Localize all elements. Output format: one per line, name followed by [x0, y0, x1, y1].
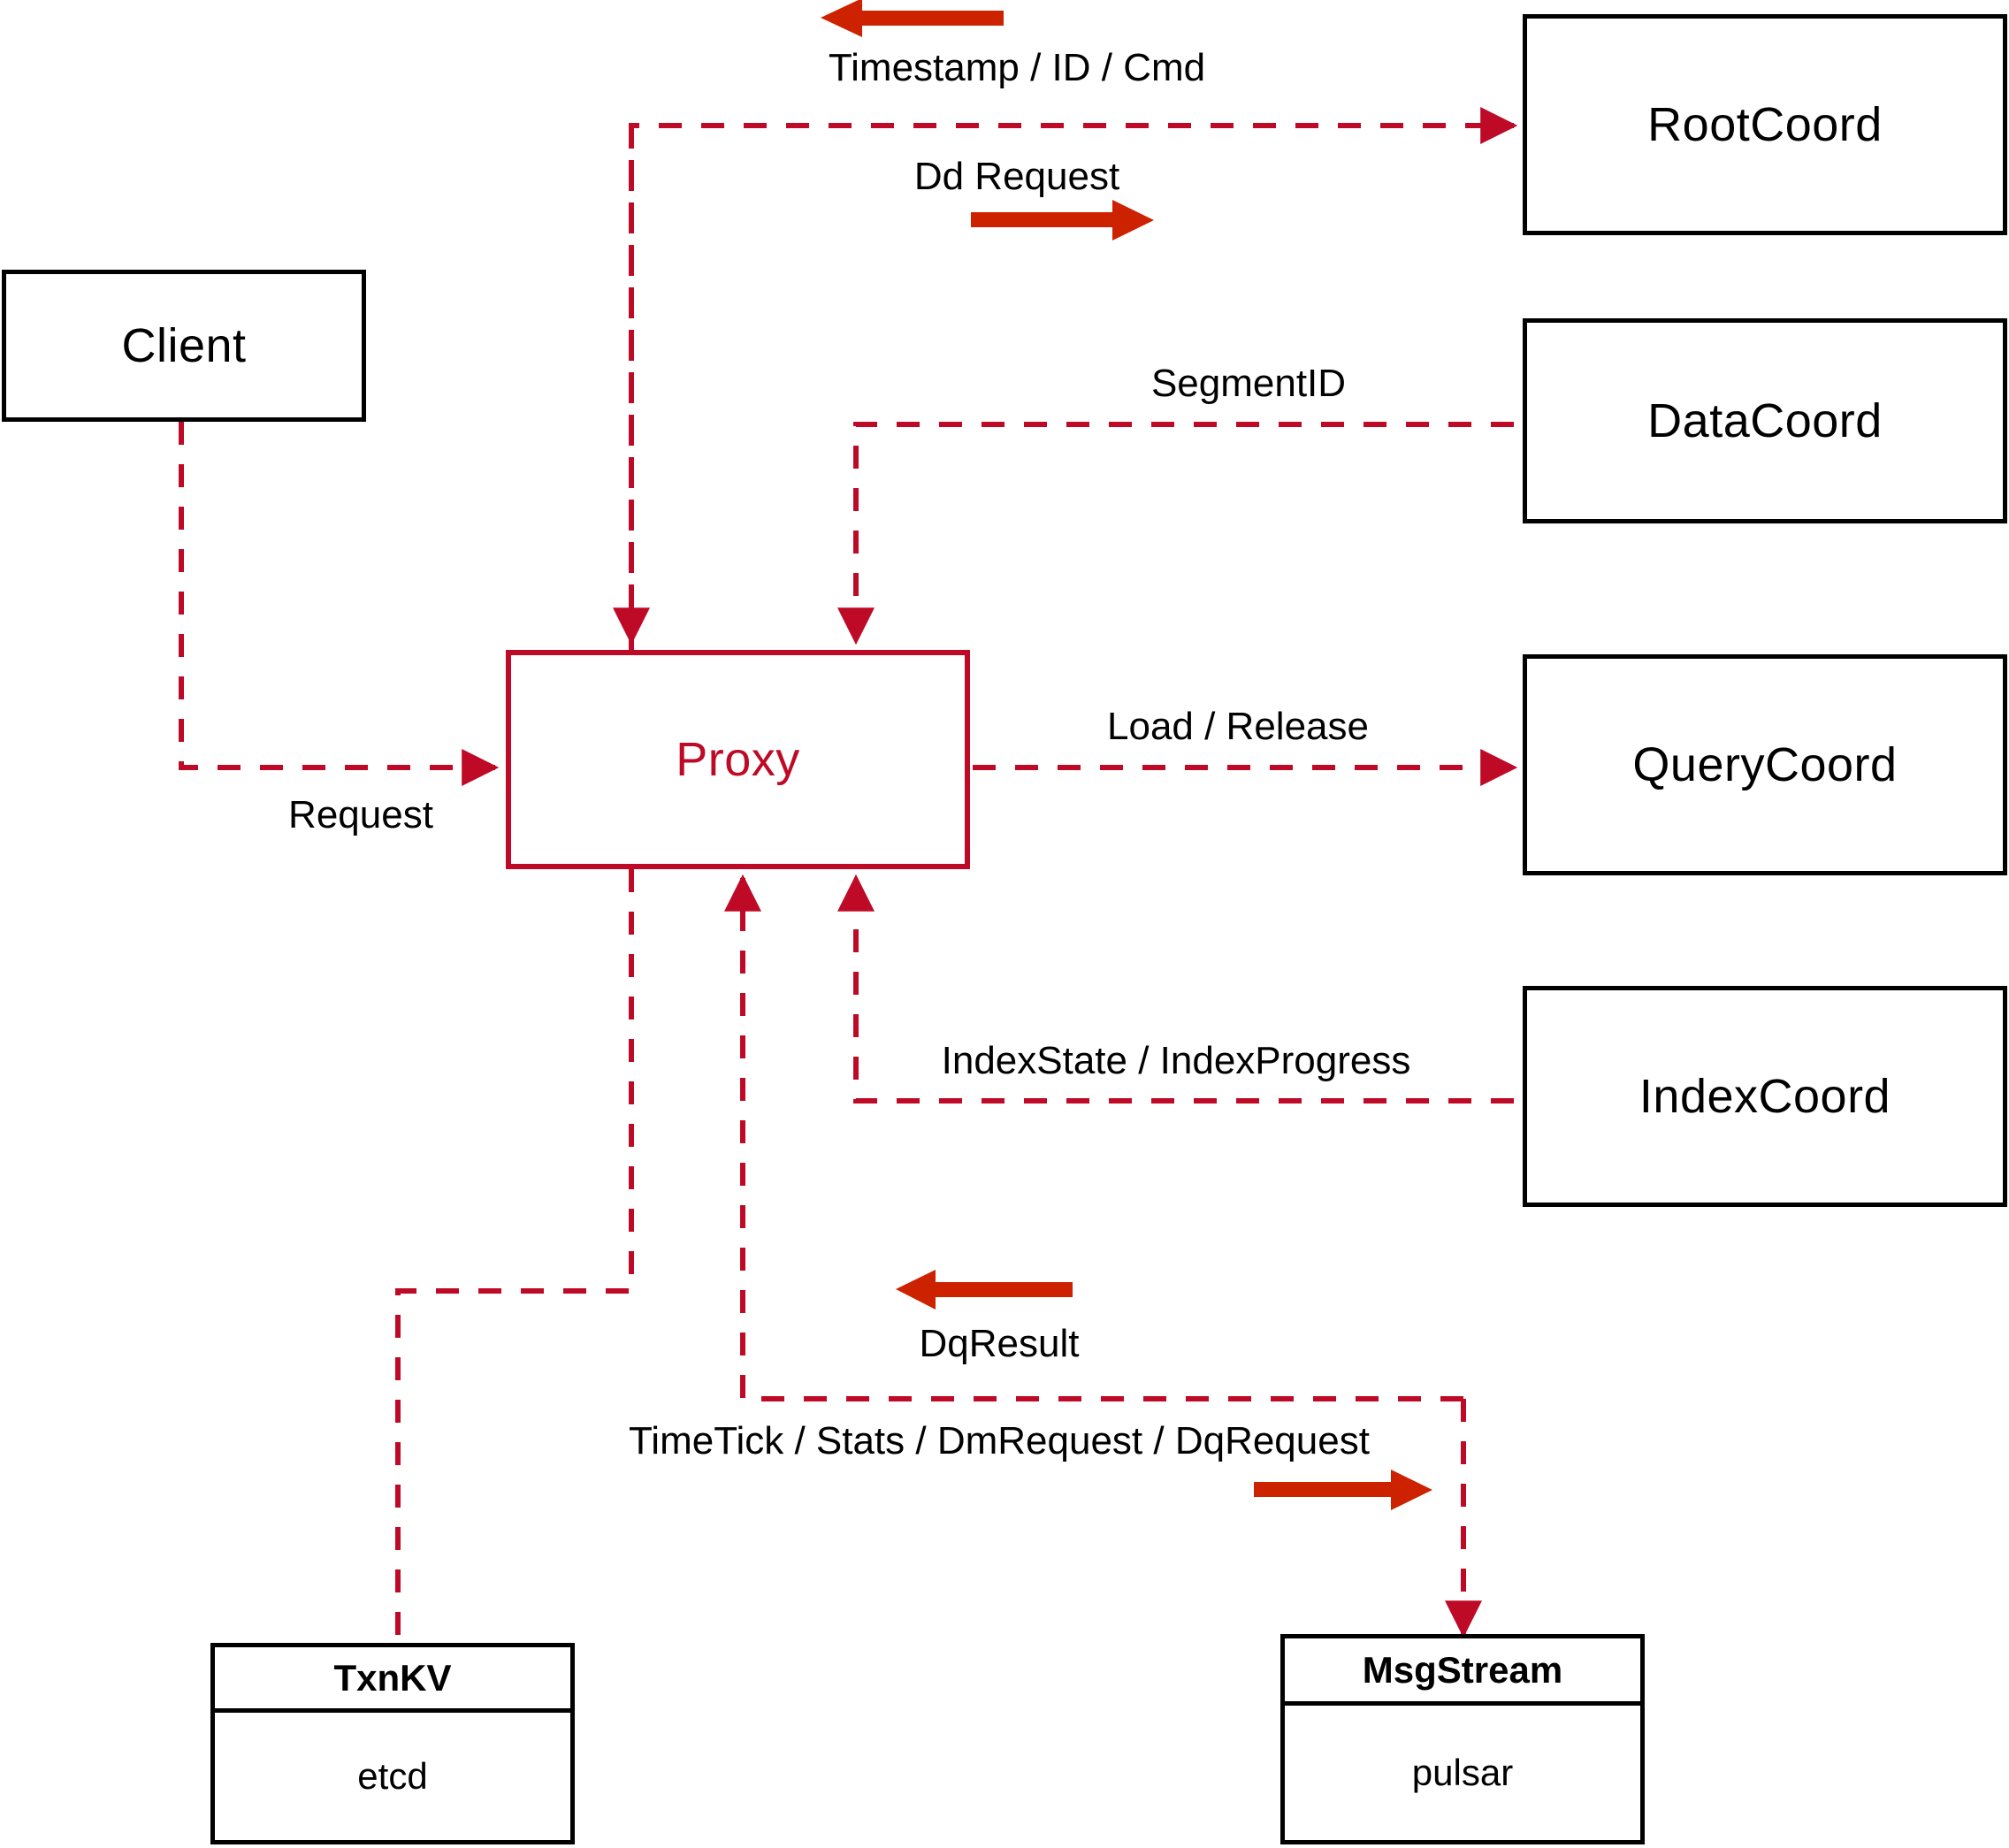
edge-label-dd-request: Dd Request: [913, 155, 1120, 198]
node-txnkv[interactable]: TxnKV etcd: [210, 1643, 575, 1844]
edge-label-segment-id: SegmentID: [1150, 362, 1347, 405]
node-msgstream[interactable]: MsgStream pulsar: [1280, 1634, 1645, 1844]
node-indexcoord[interactable]: IndexCoord: [1523, 986, 2007, 1207]
direction-arrow-timestamp: [821, 0, 1004, 37]
node-querycoord-label: QueryCoord: [1632, 738, 1898, 791]
edge-proxy-to-rootcoord: [629, 107, 1518, 650]
node-msgstream-body: pulsar: [1285, 1706, 1640, 1840]
edge-client-to-proxy: [179, 422, 500, 786]
node-querycoord[interactable]: QueryCoord: [1523, 654, 2007, 875]
edge-datacoord-to-proxy: [837, 422, 1514, 645]
node-txnkv-header: TxnKV: [215, 1647, 570, 1713]
edge-label-load-release: Load / Release: [1107, 705, 1369, 748]
edge-label-dq-result: DqResult: [919, 1322, 1080, 1365]
edge-label-timestamp-id-cmd: Timestamp / ID / Cmd: [828, 46, 1206, 89]
node-datacoord-label: DataCoord: [1647, 394, 1883, 447]
edge-proxy-to-txnkv: [395, 869, 634, 1643]
edge-label-request: Request: [288, 793, 433, 836]
edge-label-timetick-stats: TimeTick / Stats / DmRequest / DqRequest: [629, 1419, 1370, 1462]
node-proxy-label: Proxy: [676, 733, 800, 786]
node-msgstream-header: MsgStream: [1285, 1638, 1640, 1706]
node-txnkv-body: etcd: [215, 1713, 570, 1840]
edge-indexcoord-to-proxy: [837, 874, 1514, 1103]
direction-arrow-dqresult: [896, 1270, 1073, 1310]
node-datacoord[interactable]: DataCoord: [1523, 318, 2007, 523]
edge-label-index-state-progress: IndexState / IndexProgress: [941, 1039, 1411, 1082]
node-client[interactable]: Client: [2, 270, 366, 422]
node-msgstream-title: MsgStream: [1362, 1648, 1563, 1691]
edge-msgstream-to-proxy: [724, 874, 1463, 1401]
node-client-label: Client: [121, 319, 247, 372]
direction-arrow-timetick: [1254, 1470, 1432, 1510]
node-rootcoord-label: RootCoord: [1647, 98, 1883, 151]
direction-arrow-dd-request: [971, 200, 1154, 241]
node-rootcoord[interactable]: RootCoord: [1523, 14, 2007, 235]
node-txnkv-subtitle: etcd: [357, 1755, 428, 1797]
node-msgstream-subtitle: pulsar: [1411, 1752, 1514, 1793]
node-txnkv-title: TxnKV: [333, 1656, 452, 1699]
node-proxy[interactable]: Proxy: [506, 650, 970, 869]
node-indexcoord-label: IndexCoord: [1639, 1070, 1891, 1123]
